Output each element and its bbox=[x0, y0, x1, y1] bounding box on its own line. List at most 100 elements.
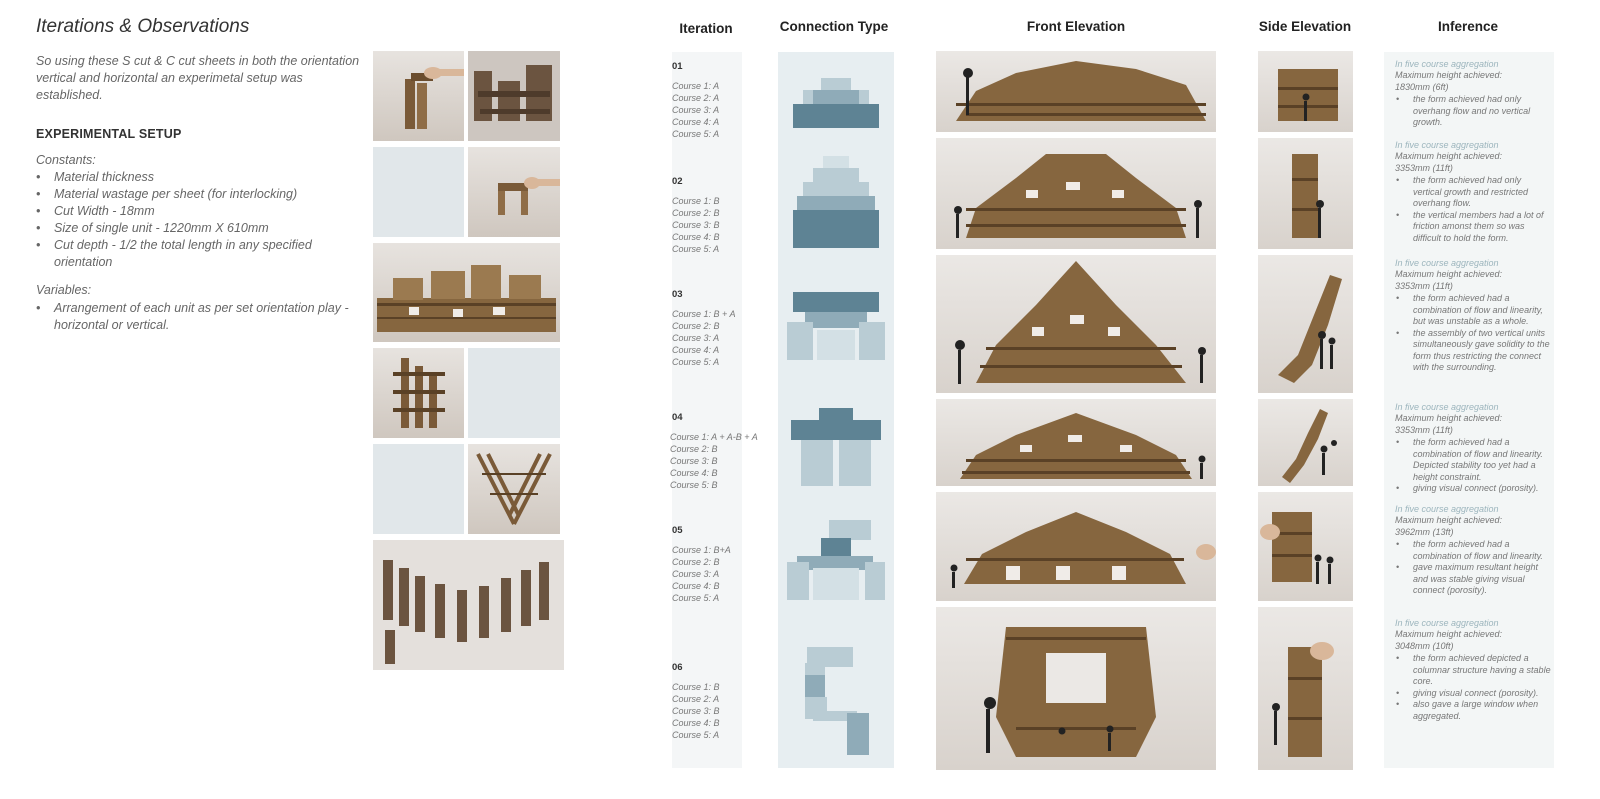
connection-diagram-05 bbox=[783, 518, 889, 602]
header-iteration: Iteration bbox=[679, 21, 733, 36]
inference-notes: the form achieved had a combination of f… bbox=[1395, 539, 1551, 597]
inference-03: In five course aggregation Maximum heigh… bbox=[1395, 257, 1551, 374]
iteration-06: 06 Course 1: B Course 2: A Course 3: B C… bbox=[672, 662, 720, 741]
iteration-number: 01 bbox=[672, 61, 683, 72]
height-value: 1830mm (6ft) bbox=[1395, 81, 1449, 92]
photo-illustration bbox=[476, 453, 552, 525]
height-value: 3353mm (11ft) bbox=[1395, 162, 1453, 173]
course-line: Course 2: B bbox=[672, 321, 720, 331]
inference-tag: In five course aggregation bbox=[1395, 618, 1499, 628]
course-line: Course 5: B bbox=[670, 480, 718, 490]
list-item: the form achieved had only overhang flow… bbox=[1395, 94, 1551, 129]
inference-notes: the form achieved had a combination of f… bbox=[1395, 437, 1551, 495]
side-elevation-02 bbox=[1258, 138, 1353, 249]
list-item: the form achieved had a combination of f… bbox=[1395, 293, 1551, 328]
course-line: Course 5: A bbox=[672, 129, 720, 139]
inference-06: In five course aggregation Maximum heigh… bbox=[1395, 617, 1551, 722]
inference-05: In five course aggregation Maximum heigh… bbox=[1395, 503, 1551, 597]
elevation-illustration bbox=[950, 512, 1216, 588]
list-item: Cut depth - 1/2 the total length in any … bbox=[36, 237, 356, 271]
course-line: Course 2: B bbox=[672, 557, 720, 567]
photo-illustration bbox=[377, 265, 556, 332]
header-inference: Inference bbox=[1437, 19, 1499, 34]
photo-lattice-x bbox=[468, 444, 560, 534]
course-line: Course 4: A bbox=[672, 345, 720, 355]
elevation-illustration bbox=[1278, 275, 1342, 383]
left-page: Iterations & Observations So using these… bbox=[0, 0, 640, 799]
list-item: Cut Width - 18mm bbox=[36, 203, 356, 220]
course-line: Course 4: B bbox=[670, 468, 718, 478]
photo-assembly-wide bbox=[373, 243, 560, 342]
constants-list: Material thickness Material wastage per … bbox=[36, 169, 356, 271]
side-elevation-05 bbox=[1258, 492, 1353, 601]
constants-label: Constants: bbox=[36, 153, 96, 167]
iteration-number: 05 bbox=[672, 525, 683, 536]
iteration-number: 02 bbox=[672, 176, 683, 187]
connection-diagram-03 bbox=[783, 290, 889, 364]
inference-notes: the form achieved had only vertical grow… bbox=[1395, 175, 1551, 244]
course-line: Course 3: A bbox=[672, 105, 720, 115]
height-label: Maximum height achieved: bbox=[1395, 413, 1503, 423]
height-value: 3353mm (11ft) bbox=[1395, 280, 1453, 291]
iteration-number: 04 bbox=[672, 412, 683, 423]
course-line: Course 4: B bbox=[672, 232, 720, 242]
course-line: Course 3: A bbox=[672, 569, 720, 579]
inference-column bbox=[1384, 52, 1554, 768]
course-line: Course 5: A bbox=[672, 244, 720, 254]
list-item: Material thickness bbox=[36, 169, 356, 186]
height-value: 3048mm (10ft) bbox=[1395, 640, 1454, 651]
list-item: the form achieved had a combination of f… bbox=[1395, 437, 1551, 483]
course-line: Course 1: A bbox=[672, 81, 720, 91]
elevation-illustration bbox=[1292, 154, 1324, 238]
photo-blank-2 bbox=[468, 348, 560, 438]
elevation-illustration bbox=[1282, 409, 1337, 483]
iteration-03: 03 Course 1: B + A Course 2: B Course 3:… bbox=[672, 289, 735, 368]
inference-02: In five course aggregation Maximum heigh… bbox=[1395, 139, 1551, 244]
height-value: 3962mm (13ft) bbox=[1395, 526, 1454, 537]
course-line: Course 5: A bbox=[672, 357, 720, 367]
inference-tag: In five course aggregation bbox=[1395, 59, 1499, 69]
course-line: Course 3: B bbox=[672, 220, 720, 230]
intro-text: So using these S cut & C cut sheets in b… bbox=[36, 54, 360, 102]
front-elevation-01 bbox=[936, 51, 1216, 132]
iteration-02: 02 Course 1: B Course 2: B Course 3: B C… bbox=[672, 176, 720, 255]
setup-heading: EXPERIMENTAL SETUP bbox=[36, 127, 182, 141]
course-line: Course 2: B bbox=[672, 208, 720, 218]
elevation-illustration bbox=[954, 154, 1202, 238]
list-item: giving visual connect (porosity). bbox=[1395, 483, 1551, 495]
list-item: Material wastage per sheet (for interloc… bbox=[36, 186, 356, 203]
course-line: Course 5: A bbox=[672, 730, 720, 740]
photo-blank-3 bbox=[373, 444, 464, 534]
course-line: Course 4: B bbox=[672, 581, 720, 591]
course-line: Course 1: A + A-B + A bbox=[670, 432, 758, 442]
inference-tag: In five course aggregation bbox=[1395, 504, 1499, 514]
list-item: the form achieved had a combination of f… bbox=[1395, 539, 1551, 562]
front-elevation-04 bbox=[936, 399, 1216, 486]
connection-diagram-02 bbox=[783, 156, 889, 250]
side-elevation-03 bbox=[1258, 255, 1353, 393]
variables-label: Variables: bbox=[36, 283, 92, 297]
diagram-illustration bbox=[787, 292, 885, 360]
iteration-04: 04 Course 1: A + A-B + A Course 2: B Cou… bbox=[670, 412, 758, 491]
diagram-illustration bbox=[805, 647, 869, 755]
course-line: Course 2: A bbox=[672, 93, 720, 103]
photo-lattice-stack bbox=[373, 348, 464, 438]
photo-illustration bbox=[498, 177, 560, 215]
iteration-number: 03 bbox=[672, 289, 683, 300]
photo-illustration bbox=[373, 540, 564, 670]
course-line: Course 1: B+A bbox=[672, 545, 731, 555]
front-elevation-03 bbox=[936, 255, 1216, 393]
page-title: Iterations & Observations bbox=[36, 16, 250, 37]
iteration-01: 01 Course 1: A Course 2: A Course 3: A C… bbox=[672, 61, 719, 140]
photo-assembly-1 bbox=[468, 51, 560, 141]
list-item: giving visual connect (porosity). bbox=[1395, 688, 1551, 700]
inference-notes: the form achieved had a combination of f… bbox=[1395, 293, 1551, 374]
inference-tag: In five course aggregation bbox=[1395, 402, 1499, 412]
inference-notes: the form achieved had only overhang flow… bbox=[1395, 94, 1551, 129]
elevation-illustration bbox=[956, 61, 1206, 121]
elevation-illustration bbox=[1278, 69, 1338, 121]
diagram-illustration bbox=[787, 520, 885, 600]
course-line: Course 4: A bbox=[672, 117, 720, 127]
variables-list: Arrangement of each unit as per set orie… bbox=[36, 300, 356, 334]
connection-diagram-06 bbox=[783, 645, 889, 757]
